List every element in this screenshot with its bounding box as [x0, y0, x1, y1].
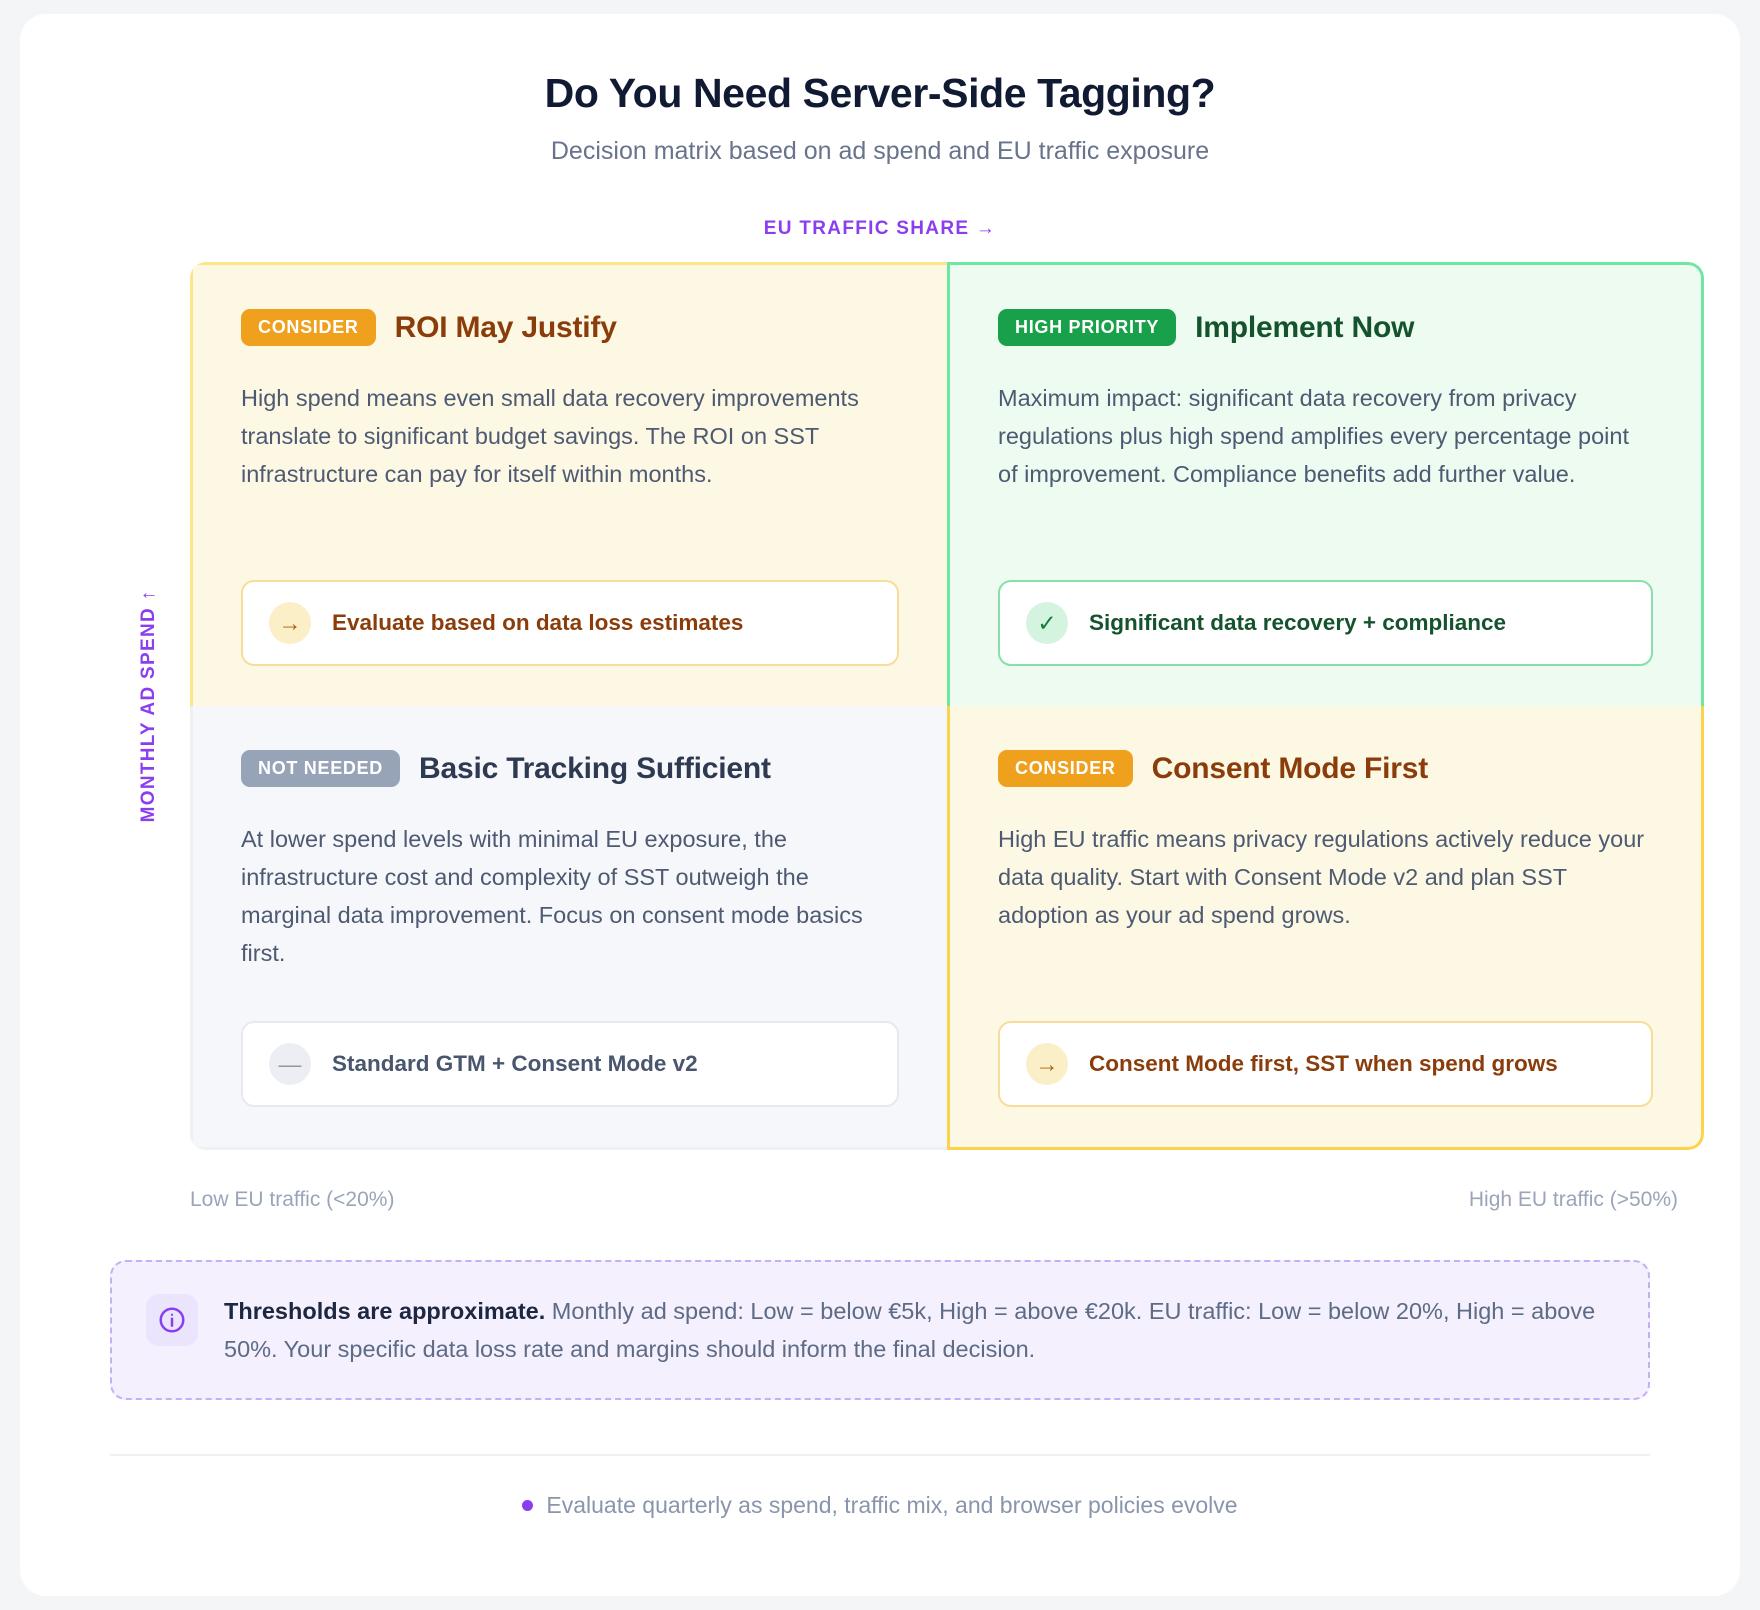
action-chip[interactable]: → Evaluate based on data loss estimates [241, 580, 899, 666]
status-badge: CONSIDER [998, 750, 1133, 787]
arrow-right-icon: → [1026, 1043, 1068, 1085]
quadrant-title: ROI May Justify [394, 310, 617, 344]
quadrant-bottom-right[interactable]: CONSIDER Consent Mode First High EU traf… [947, 706, 1704, 1150]
page-card: Do You Need Server-Side Tagging? Decisio… [20, 14, 1740, 1596]
y-axis-label: MONTHLY AD SPEND ↑ [138, 589, 159, 823]
header: Do You Need Server-Side Tagging? Decisio… [20, 14, 1740, 240]
x-axis-label: EU TRAFFIC SHARE → [763, 218, 997, 239]
threshold-note-lead: Thresholds are approximate. [224, 1298, 546, 1324]
info-icon [146, 1294, 198, 1346]
quadrant-body: Maximum impact: significant data recover… [998, 385, 1629, 488]
status-badge: NOT NEEDED [241, 750, 401, 787]
footer-note-text: Evaluate quarterly as spend, traffic mix… [546, 1492, 1238, 1519]
status-badge: HIGH PRIORITY [998, 309, 1177, 346]
arrow-right-icon: → [269, 602, 311, 644]
quadrant-bottom-left[interactable]: NOT NEEDED Basic Tracking Sufficient At … [190, 706, 947, 1150]
threshold-note-text: Thresholds are approximate. Monthly ad s… [224, 1292, 1614, 1368]
axis-scale-row: Low EU traffic (<20%) High EU traffic (>… [190, 1188, 1678, 1212]
quadrant-title: Consent Mode First [1151, 751, 1429, 785]
minus-icon: — [269, 1043, 311, 1085]
footer-divider [110, 1454, 1650, 1457]
threshold-note-rest: Monthly ad spend: Low = below €5k, High … [224, 1298, 1596, 1363]
page-subtitle: Decision matrix based on ad spend and EU… [550, 137, 1210, 165]
quadrant-body: At lower spend levels with minimal EU ex… [241, 826, 863, 967]
threshold-note: Thresholds are approximate. Monthly ad s… [110, 1260, 1650, 1401]
axis-scale-low: Low EU traffic (<20%) [190, 1188, 395, 1211]
action-chip[interactable]: → Consent Mode first, SST when spend gro… [998, 1021, 1653, 1107]
quadrant-header: HIGH PRIORITY Implement Now [998, 309, 1653, 346]
matrix-wrapper: MONTHLY AD SPEND ↑ CONSIDER ROI May Just… [138, 262, 1704, 1150]
action-chip-label: Standard GTM + Consent Mode v2 [332, 1051, 698, 1076]
check-icon: ✓ [1026, 602, 1068, 644]
action-chip-label: Evaluate based on data loss estimates [332, 610, 744, 635]
decision-matrix: CONSIDER ROI May Justify High spend mean… [190, 262, 1704, 1150]
action-chip-label: Significant data recovery + compliance [1089, 610, 1507, 635]
bullet-icon [522, 1500, 534, 1512]
quadrant-header: NOT NEEDED Basic Tracking Sufficient [241, 750, 899, 787]
action-chip-label: Consent Mode first, SST when spend grows [1089, 1051, 1558, 1076]
quadrant-body: High spend means even small data recover… [241, 385, 859, 488]
action-chip[interactable]: — Standard GTM + Consent Mode v2 [241, 1021, 899, 1107]
quadrant-title: Basic Tracking Sufficient [419, 751, 771, 785]
action-chip[interactable]: ✓ Significant data recovery + compliance [998, 580, 1653, 666]
quadrant-header: CONSIDER Consent Mode First [998, 750, 1653, 787]
page-title: Do You Need Server-Side Tagging? [544, 70, 1216, 116]
quadrant-header: CONSIDER ROI May Justify [241, 309, 899, 346]
status-badge: CONSIDER [241, 309, 376, 346]
quadrant-top-left[interactable]: CONSIDER ROI May Justify High spend mean… [190, 262, 947, 706]
quadrant-top-right[interactable]: HIGH PRIORITY Implement Now Maximum impa… [947, 262, 1704, 706]
quadrant-body: High EU traffic means privacy regulation… [998, 826, 1645, 929]
footer-note: Evaluate quarterly as spend, traffic mix… [20, 1492, 1740, 1519]
quadrant-title: Implement Now [1195, 310, 1415, 344]
axis-scale-high: High EU traffic (>50%) [1468, 1188, 1678, 1211]
